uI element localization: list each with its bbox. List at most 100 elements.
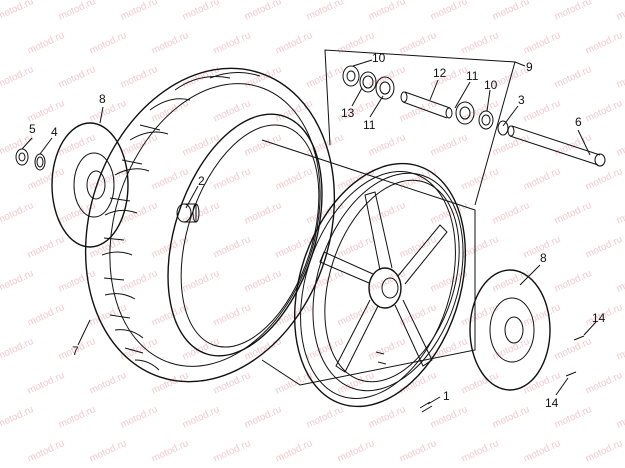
watermark-text: motod.ru bbox=[491, 268, 531, 295]
watermark-text: motod.ru bbox=[119, 268, 159, 295]
callout-7: 7 bbox=[72, 344, 79, 358]
watermark-text: motod.ru bbox=[615, 0, 625, 23]
callout-8-right: 8 bbox=[540, 251, 547, 265]
callout-8-left: 8 bbox=[99, 92, 106, 106]
watermark-text: motod.ru bbox=[243, 64, 283, 91]
callout-4: 4 bbox=[51, 125, 58, 139]
watermark-text: motod.ru bbox=[522, 302, 562, 329]
wheel-rim bbox=[293, 162, 467, 408]
watermark-text: motod.ru bbox=[553, 336, 593, 363]
watermark-text: motod.ru bbox=[57, 0, 97, 23]
watermark-text: motod.ru bbox=[615, 132, 625, 159]
watermark-text: motod.ru bbox=[305, 0, 345, 23]
watermark-text: motod.ru bbox=[429, 132, 469, 159]
callout-10-top: 10 bbox=[372, 51, 386, 65]
watermark-text: motod.ru bbox=[243, 404, 283, 431]
watermark-text: motod.ru bbox=[367, 336, 407, 363]
leader-lines bbox=[21, 59, 597, 405]
watermark-text: motod.ru bbox=[522, 30, 562, 57]
callout-11-right: 11 bbox=[466, 69, 479, 83]
watermark-text: motod.ru bbox=[26, 370, 66, 397]
callout-14-bottom: 14 bbox=[545, 396, 559, 410]
watermark-text: motod.ru bbox=[429, 336, 469, 363]
watermark-text: motod.ru bbox=[274, 166, 314, 193]
watermark-text: motod.ru bbox=[88, 438, 128, 465]
watermark-text: motod.ru bbox=[398, 234, 438, 261]
watermark-text: motod.ru bbox=[367, 200, 407, 227]
watermark-text: motod.ru bbox=[584, 438, 624, 465]
watermark-text: motod.ru bbox=[26, 30, 66, 57]
watermark-text: motod.ru bbox=[491, 0, 531, 23]
watermark-text: motod.ru bbox=[460, 370, 500, 397]
watermark-text: motod.ru bbox=[274, 438, 314, 465]
bolts bbox=[375, 335, 585, 413]
watermark-text: motod.ru bbox=[429, 0, 469, 23]
watermark-text: motod.ru bbox=[522, 98, 562, 125]
watermark-text: motod.ru bbox=[0, 336, 35, 363]
watermark-text: motod.ru bbox=[0, 0, 35, 23]
watermark-text: motod.ru bbox=[243, 268, 283, 295]
watermark-text: motod.ru bbox=[522, 438, 562, 465]
watermark-text: motod.ru bbox=[0, 200, 35, 227]
watermark-text: motod.ru bbox=[553, 64, 593, 91]
watermark-text: motod.ru bbox=[584, 166, 624, 193]
watermark-text: motod.ru bbox=[584, 370, 624, 397]
watermark-text: motod.ru bbox=[88, 30, 128, 57]
watermark-text: motod.ru bbox=[584, 234, 624, 261]
watermark-text: motod.ru bbox=[584, 98, 624, 125]
callout-11-left: 11 bbox=[363, 118, 376, 132]
watermark-text: motod.ru bbox=[26, 438, 66, 465]
watermark-text: motod.ru bbox=[0, 268, 35, 295]
watermark-text: motod.ru bbox=[212, 234, 252, 261]
watermark-text: motod.ru bbox=[57, 268, 97, 295]
watermark-text: motod.ru bbox=[336, 302, 376, 329]
watermark-text: motod.ru bbox=[119, 200, 159, 227]
callout-9: 9 bbox=[526, 60, 533, 74]
watermark-text: motod.ru bbox=[26, 166, 66, 193]
watermark-text: motod.ru bbox=[398, 370, 438, 397]
watermark-text: motod.ru bbox=[429, 404, 469, 431]
watermark-text: motod.ru bbox=[398, 438, 438, 465]
watermark-text: motod.ru bbox=[57, 404, 97, 431]
watermark-text: motod.ru bbox=[243, 0, 283, 23]
watermark-text: motod.ru bbox=[305, 200, 345, 227]
watermark-text: motod.ru bbox=[615, 404, 625, 431]
watermark-text: motod.ru bbox=[212, 30, 252, 57]
watermark-text: motod.ru bbox=[119, 64, 159, 91]
watermark-text: motod.ru bbox=[119, 0, 159, 23]
watermark-text: motod.ru bbox=[0, 64, 35, 91]
watermark-text: motod.ru bbox=[181, 268, 221, 295]
callout-6: 6 bbox=[575, 115, 582, 129]
watermark-text: motod.ru bbox=[26, 98, 66, 125]
watermark-text: motod.ru bbox=[119, 404, 159, 431]
callout-14-top: 14 bbox=[592, 311, 606, 325]
watermark-text: motod.ru bbox=[150, 370, 190, 397]
callout-12: 12 bbox=[433, 66, 447, 80]
watermark-text: motod.ru bbox=[150, 30, 190, 57]
axle-assembly bbox=[342, 65, 606, 167]
tire bbox=[84, 67, 336, 383]
callout-1: 1 bbox=[443, 389, 450, 403]
watermark-text: motod.ru bbox=[336, 166, 376, 193]
watermark-text: motod.ru bbox=[26, 234, 66, 261]
watermark-text: motod.ru bbox=[243, 200, 283, 227]
watermark-text: motod.ru bbox=[460, 302, 500, 329]
watermark-text: motod.ru bbox=[88, 370, 128, 397]
assembly-bracket bbox=[324, 49, 516, 206]
watermark-text: motod.ru bbox=[491, 200, 531, 227]
watermark-text: motod.ru bbox=[336, 234, 376, 261]
watermark-text: motod.ru bbox=[367, 132, 407, 159]
watermark-text: motod.ru bbox=[615, 268, 625, 295]
watermark-text: motod.ru bbox=[460, 30, 500, 57]
watermark-text: motod.ru bbox=[212, 166, 252, 193]
watermark-text: motod.ru bbox=[398, 30, 438, 57]
watermark-text: motod.ru bbox=[615, 200, 625, 227]
watermark-text: motod.ru bbox=[553, 404, 593, 431]
callout-10-right: 10 bbox=[484, 78, 498, 92]
callout-3: 3 bbox=[518, 93, 525, 107]
part-2-bushing bbox=[176, 203, 200, 223]
watermark-text: motod.ru bbox=[491, 404, 531, 431]
watermark-text: motod.ru bbox=[274, 30, 314, 57]
watermark-text: motod.ru bbox=[181, 404, 221, 431]
